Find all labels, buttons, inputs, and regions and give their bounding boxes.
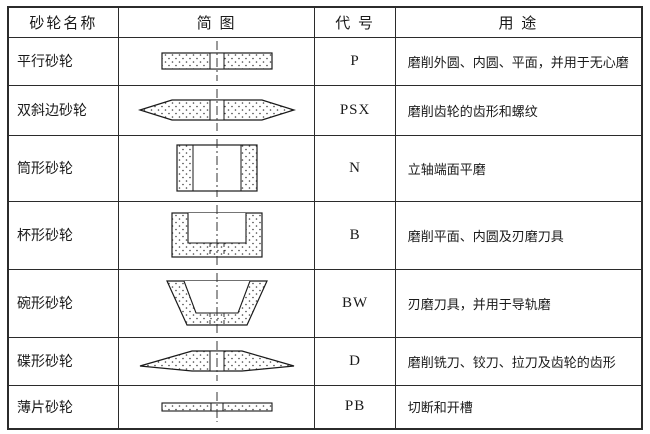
code-cell: BW (314, 268, 396, 338)
double-bevel-wheel-diagram (137, 89, 296, 131)
code-cell: P (314, 36, 396, 86)
wheel-name-cell: 筒形砂轮 (7, 134, 119, 202)
table-row: 碗形砂轮 BW 刃磨刀具，并用于导轨磨 (7, 268, 643, 338)
diagram-cell (117, 384, 316, 430)
code-cell: PSX (314, 84, 396, 136)
diagram-cell (117, 36, 316, 86)
dish-wheel-diagram (139, 341, 294, 381)
diagram-cell (117, 336, 316, 386)
table-row: 筒形砂轮 N 立轴端面平磨 (7, 134, 643, 202)
diagram-cell (117, 134, 316, 202)
code-cell: D (314, 336, 396, 386)
grinding-wheel-table: 砂轮名称 简 图 代 号 用 途 平行砂轮 P 磨削外圆、内圆、平面，并用于无心… (7, 6, 643, 430)
use-cell: 磨削平面、内圆及刃磨刀具 (394, 200, 643, 270)
table-row: 杯形砂轮 B 磨削平面、内圆及刃磨刀具 (7, 200, 643, 270)
table-row: 薄片砂轮 PB 切断和开槽 (7, 384, 643, 430)
parallel-wheel-diagram (161, 41, 273, 81)
diagram-cell (117, 200, 316, 270)
header-wheel-name: 砂轮名称 (7, 6, 119, 38)
code-cell: PB (314, 384, 396, 430)
table-row: 双斜边砂轮 PSX 磨削齿轮的齿形和螺纹 (7, 84, 643, 136)
wheel-name-cell: 杯形砂轮 (7, 200, 119, 270)
header-code: 代 号 (314, 6, 396, 38)
diagram-cell (117, 268, 316, 338)
header-use: 用 途 (394, 6, 643, 38)
wheel-name-cell: 碗形砂轮 (7, 268, 119, 338)
bowl-wheel-diagram (165, 273, 268, 333)
use-cell: 磨削齿轮的齿形和螺纹 (394, 84, 643, 136)
table-row: 平行砂轮 P 磨削外圆、内圆、平面，并用于无心磨 (7, 36, 643, 86)
code-cell: N (314, 134, 396, 202)
wheel-name-cell: 双斜边砂轮 (7, 84, 119, 136)
use-cell: 刃磨刀具，并用于导轨磨 (394, 268, 643, 338)
cylinder-wheel-diagram (176, 139, 258, 197)
code-cell: B (314, 200, 396, 270)
wheel-name-cell: 平行砂轮 (7, 36, 119, 86)
thin-wheel-diagram (161, 391, 273, 422)
cup-wheel-diagram (171, 205, 263, 265)
use-cell: 磨削外圆、内圆、平面，并用于无心磨 (394, 36, 643, 86)
wheel-name-cell: 薄片砂轮 (7, 384, 119, 430)
header-diagram: 简 图 (117, 6, 316, 38)
wheel-name-cell: 碟形砂轮 (7, 336, 119, 386)
diagram-cell (117, 84, 316, 136)
use-cell: 切断和开槽 (394, 384, 643, 430)
use-cell: 磨削铣刀、铰刀、拉刀及齿轮的齿形 (394, 336, 643, 386)
table-row: 碟形砂轮 D 磨削铣刀、铰刀、拉刀及齿轮的齿形 (7, 336, 643, 386)
use-cell: 立轴端面平磨 (394, 134, 643, 202)
header-row: 砂轮名称 简 图 代 号 用 途 (7, 6, 643, 38)
